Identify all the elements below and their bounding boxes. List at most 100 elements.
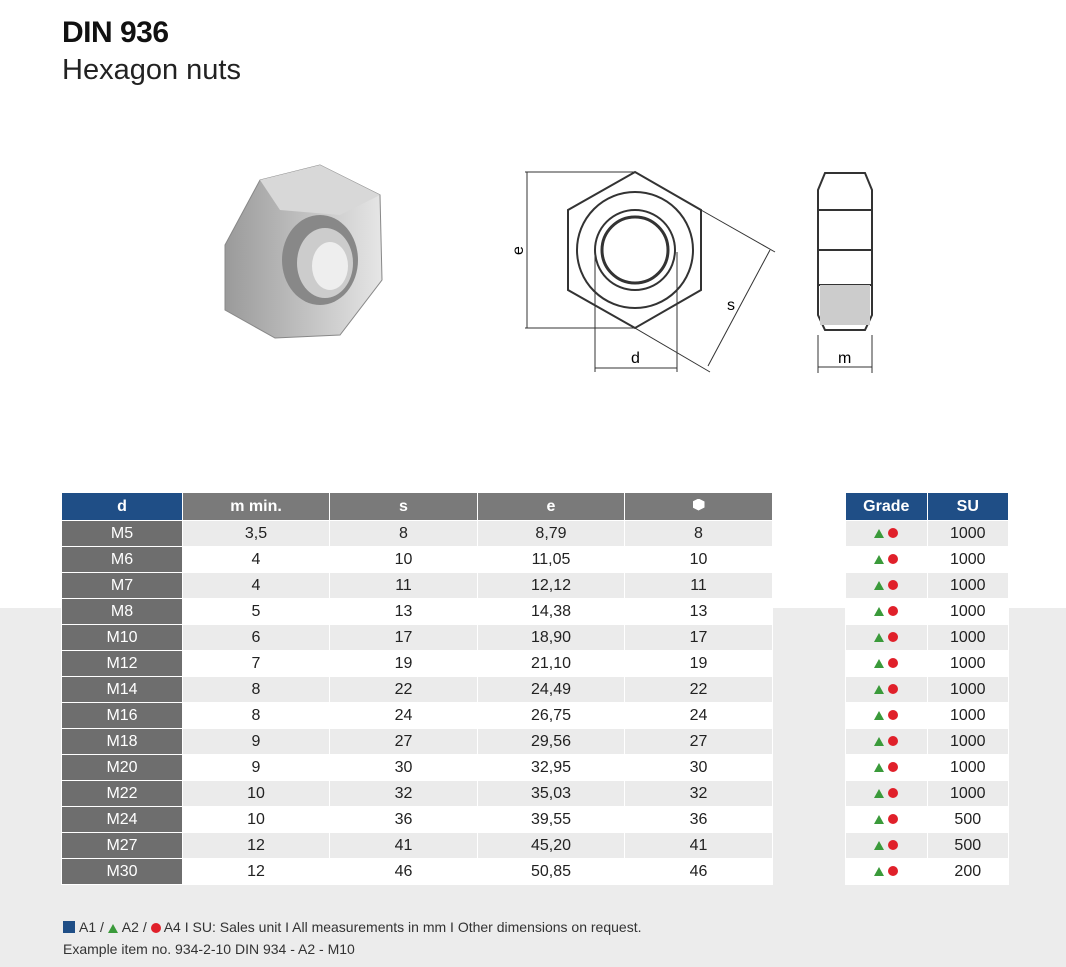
- cell-grade: [845, 546, 928, 573]
- cell-s: 10: [329, 546, 478, 573]
- cell-s: 27: [329, 728, 478, 755]
- header-grade: Grade: [845, 492, 928, 521]
- a4-circle-icon: [150, 923, 161, 934]
- a4-circle-icon: [888, 814, 899, 825]
- cell-m-min: 8: [182, 702, 330, 729]
- cell-e: 32,95: [477, 754, 625, 781]
- a4-circle-icon: [888, 606, 899, 617]
- cell-e: 21,10: [477, 650, 625, 677]
- cell-su: 200: [926, 858, 1010, 885]
- cell-s: 13: [329, 598, 478, 625]
- cell-e: 50,85: [477, 858, 625, 885]
- cell-d: M20: [61, 754, 183, 781]
- cell-grade: [845, 728, 928, 755]
- cell-s: 17: [329, 624, 478, 651]
- cell-s: 22: [329, 676, 478, 703]
- cell-wrench-size: 19: [624, 650, 773, 677]
- svg-text:d: d: [631, 350, 640, 367]
- cell-grade: [845, 520, 928, 547]
- cell-su: 1000: [926, 754, 1010, 781]
- cell-d: M12: [61, 650, 183, 677]
- cell-m-min: 4: [182, 572, 330, 599]
- cell-su: 1000: [926, 624, 1010, 651]
- cell-m-min: 9: [182, 754, 330, 781]
- cell-m-min: 10: [182, 780, 330, 807]
- cell-e: 14,38: [477, 598, 625, 625]
- cell-wrench-size: 24: [624, 702, 773, 729]
- a4-circle-icon: [888, 840, 899, 851]
- svg-text:m: m: [838, 350, 851, 367]
- table-row: 1000: [845, 546, 1010, 573]
- cell-wrench-size: 10: [624, 546, 773, 573]
- cell-m-min: 4: [182, 546, 330, 573]
- a2-triangle-icon: [874, 684, 885, 694]
- cell-d: M27: [61, 832, 183, 859]
- cell-e: 26,75: [477, 702, 625, 729]
- legend-note: A1 / A2 / A4 I SU: Sales unit I All meas…: [63, 919, 641, 935]
- cell-d: M6: [61, 546, 183, 573]
- a2-triangle-icon: [874, 528, 885, 538]
- table-row: 1000: [845, 728, 1010, 755]
- header-hex: [624, 492, 773, 521]
- cell-grade: [845, 676, 928, 703]
- a2-triangle-icon: [874, 762, 885, 772]
- cell-d: M8: [61, 598, 183, 625]
- cell-s: 46: [329, 858, 478, 885]
- cell-wrench-size: 41: [624, 832, 773, 859]
- table-row: 1000: [845, 754, 1010, 781]
- cell-e: 29,56: [477, 728, 625, 755]
- svg-text:e: e: [510, 246, 527, 255]
- cell-s: 24: [329, 702, 478, 729]
- a4-circle-icon: [888, 762, 899, 773]
- cell-d: M30: [61, 858, 183, 885]
- a2-triangle-icon: [107, 923, 118, 933]
- cell-m-min: 8: [182, 676, 330, 703]
- cell-grade: [845, 780, 928, 807]
- a4-circle-icon: [888, 554, 899, 565]
- cell-su: 500: [926, 806, 1010, 833]
- page-title: DIN 936: [62, 16, 169, 49]
- cell-su: 500: [926, 832, 1010, 859]
- nut-front-drawing: e d s: [510, 170, 776, 373]
- example-item: Example item no. 934-2-10 DIN 934 - A2 -…: [63, 941, 355, 957]
- header-su: SU: [926, 492, 1010, 521]
- cell-e: 11,05: [477, 546, 625, 573]
- cell-s: 19: [329, 650, 478, 677]
- cell-su: 1000: [926, 728, 1010, 755]
- cell-s: 36: [329, 806, 478, 833]
- table-row: 500: [845, 806, 1010, 833]
- cell-e: 39,55: [477, 806, 625, 833]
- cell-wrench-size: 36: [624, 806, 773, 833]
- a2-triangle-icon: [874, 788, 885, 798]
- header-e: e: [477, 492, 625, 521]
- cell-wrench-size: 46: [624, 858, 773, 885]
- a4-circle-icon: [888, 684, 899, 695]
- a4-circle-icon: [888, 658, 899, 669]
- a2-triangle-icon: [874, 554, 885, 564]
- table-row: 1000: [845, 572, 1010, 599]
- cell-m-min: 3,5: [182, 520, 330, 547]
- a4-circle-icon: [888, 580, 899, 591]
- cell-wrench-size: 11: [624, 572, 773, 599]
- cell-d: M7: [61, 572, 183, 599]
- hexagon-icon: [692, 498, 705, 511]
- cell-grade: [845, 650, 928, 677]
- cell-su: 1000: [926, 520, 1010, 547]
- cell-e: 18,90: [477, 624, 625, 651]
- cell-d: M14: [61, 676, 183, 703]
- a2-triangle-icon: [874, 866, 885, 876]
- cell-su: 1000: [926, 546, 1010, 573]
- table-row: 1000: [845, 598, 1010, 625]
- a2-triangle-icon: [874, 710, 885, 720]
- cell-d: M10: [61, 624, 183, 651]
- cell-e: 12,12: [477, 572, 625, 599]
